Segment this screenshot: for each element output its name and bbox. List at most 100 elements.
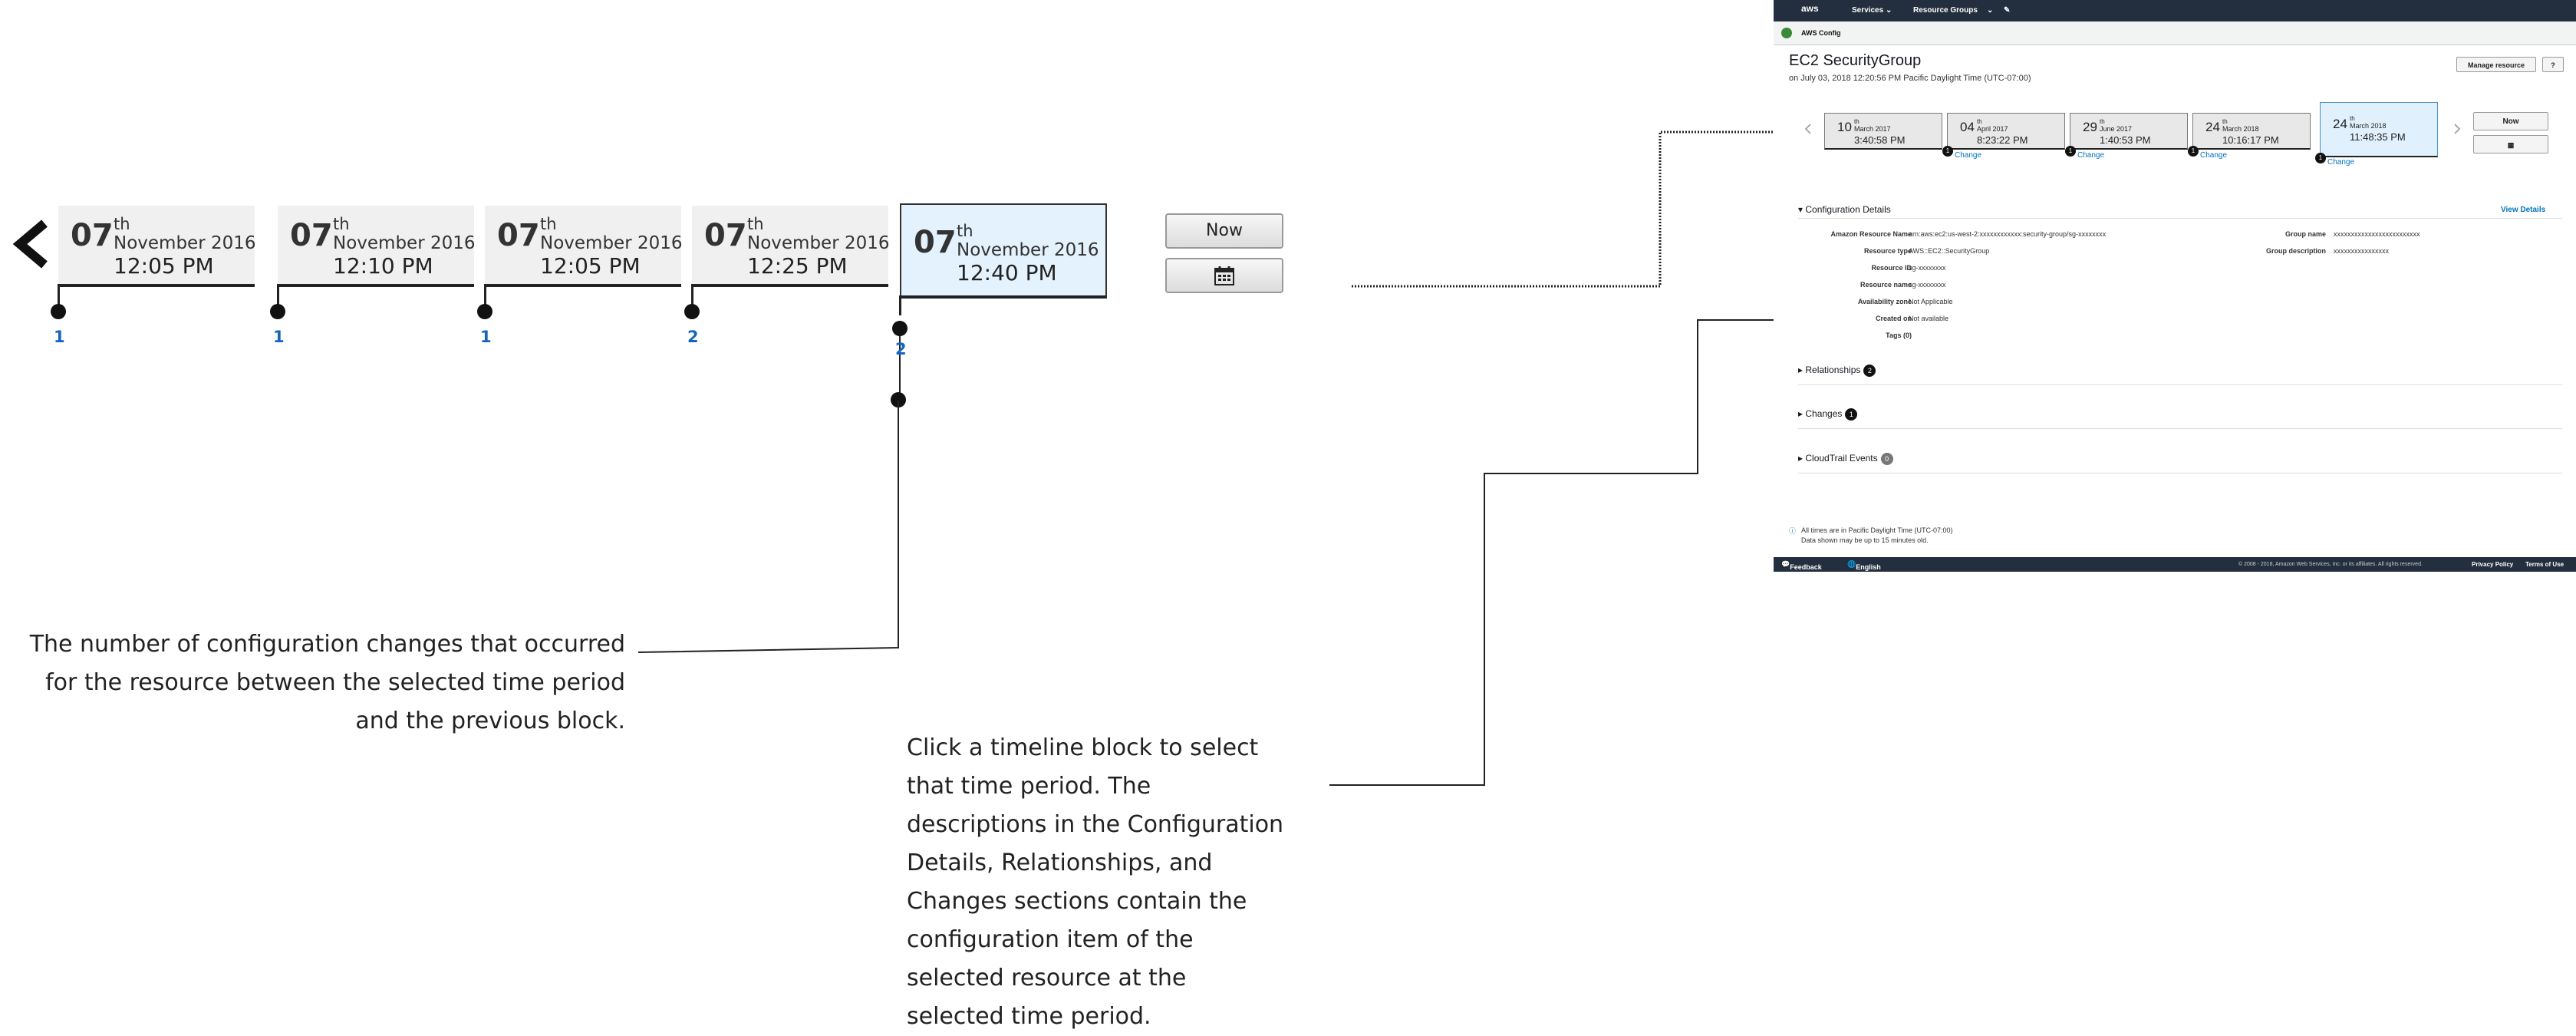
section-label: Changes — [1805, 408, 1843, 420]
config-field-label: Group description — [2265, 247, 2326, 255]
block-month: November 2016 — [540, 233, 683, 253]
section-label: Relationships — [1805, 365, 1861, 376]
calendar-button[interactable] — [1165, 258, 1283, 293]
change-dot — [51, 304, 66, 319]
block-month: November 2016 — [333, 233, 476, 253]
change-dot — [477, 304, 492, 319]
block-day-suffix: th — [747, 215, 764, 233]
change-count[interactable]: 1 — [480, 328, 492, 346]
config-field-label: Tags (0) — [1886, 332, 1912, 339]
block-time: 12:25 PM — [747, 253, 848, 279]
block-month: November 2016 — [747, 233, 890, 253]
timeline-connector — [58, 284, 60, 305]
block-day-suffix: th — [114, 215, 130, 233]
mini-block-suffix: th — [2100, 118, 2105, 125]
mini-block-month: March 2018 — [2350, 122, 2387, 130]
timeline-next-icon[interactable] — [2453, 123, 2461, 135]
data-age-note: Data shown may be up to 15 minutes old. — [1801, 536, 1929, 544]
mini-block-suffix: th — [2222, 118, 2228, 125]
change-dot — [270, 304, 285, 319]
mini-now-button[interactable]: Now — [2473, 112, 2548, 130]
mini-block-suffix: th — [1854, 118, 1860, 125]
info-icon: ⓘ — [1789, 527, 1797, 535]
config-field-label: Resource type — [1863, 247, 1912, 255]
feedback-link[interactable]: 💬 Feedback — [1781, 560, 1822, 571]
help-icon[interactable]: ? — [2542, 57, 2564, 72]
config-field-value: sg-xxxxxxxx — [1909, 281, 1946, 289]
mini-block-day: 04 — [1960, 120, 1975, 134]
config-service-icon — [1781, 28, 1792, 38]
block-time: 12:40 PM — [957, 260, 1057, 285]
config-field-value: Not available — [1909, 315, 1949, 322]
privacy-link[interactable]: Privacy Policy — [2472, 561, 2514, 568]
mini-calendar-button[interactable]: ▦ — [2473, 135, 2548, 153]
language-selector[interactable]: 🌐 English (US) — [1847, 560, 1881, 572]
config-field-label: Resource ID — [1871, 264, 1912, 272]
mini-block-day: 24 — [2205, 120, 2220, 134]
mini-block-month: April 2017 — [1977, 125, 2008, 133]
mini-block-month: June 2017 — [2100, 125, 2133, 133]
change-link[interactable]: Change — [2327, 158, 2355, 167]
now-button[interactable]: Now — [1165, 213, 1283, 249]
timeline-connector — [899, 295, 901, 315]
section-count-badge: 0 — [1880, 453, 1893, 465]
manage-resource-button[interactable]: Manage resource — [2456, 57, 2536, 72]
config-details-heading[interactable]: ▾ Configuration Details — [1798, 204, 1891, 215]
change-link[interactable]: Change — [1955, 151, 1982, 160]
mini-block-time: 1:40:53 PM — [2100, 134, 2151, 146]
mini-block-day: 29 — [2083, 120, 2097, 134]
config-field-value: sg-xxxxxxxx — [1909, 264, 1946, 272]
mini-block-suffix: th — [2350, 115, 2355, 122]
change-count[interactable]: 1 — [273, 328, 285, 346]
callout-change-count: The number of configuration changes that… — [29, 631, 625, 734]
expand-icon: ▸ — [1798, 365, 1806, 376]
change-count[interactable]: 2 — [687, 328, 699, 346]
block-day-suffix: th — [333, 215, 350, 233]
config-field-label: Group name — [2284, 230, 2326, 238]
change-link[interactable]: Change — [2200, 151, 2228, 160]
mini-block-suffix: th — [1977, 118, 1982, 125]
mini-change-dot: 1 — [2065, 146, 2076, 157]
timeline-connector — [691, 284, 693, 305]
config-field-label: Amazon Resource Name — [1830, 230, 1912, 238]
expand-icon: ▸ — [1798, 408, 1806, 420]
nav-resource-groups[interactable]: Resource Groups — [1913, 6, 1978, 15]
config-field-value: arn:aws:ec2:us-west-2:xxxxxxxxxxxx:secur… — [1909, 230, 2107, 238]
pin-icon[interactable]: ✎ — [2004, 6, 2011, 15]
callout-lines — [637, 130, 1784, 786]
copyright: © 2008 - 2018, Amazon Web Services, Inc.… — [2238, 562, 2423, 567]
section-divider — [1798, 384, 2562, 385]
nav-services[interactable]: Services — [1852, 6, 1884, 15]
section-count-badge: 2 — [1863, 365, 1876, 377]
change-count[interactable]: 2 — [895, 340, 907, 358]
change-count[interactable]: 1 — [54, 328, 65, 346]
timeline-prev-icon[interactable] — [1804, 123, 1812, 135]
view-details-link[interactable]: View Details — [2501, 206, 2546, 214]
config-field-label: Created on — [1875, 315, 1912, 322]
mini-block-time: 3:40:58 PM — [1854, 134, 1906, 146]
aws-config-console: aws Services ⌄ Resource Groups ⌄ ✎ AWS C… — [1774, 0, 2576, 572]
terms-link[interactable]: Terms of Use — [2525, 561, 2564, 568]
breadcrumb: AWS Config — [1774, 21, 2576, 45]
change-dot — [892, 321, 908, 336]
calendar-icon — [1214, 266, 1234, 285]
mini-block-month: March 2018 — [2222, 125, 2259, 133]
page-title: EC2 SecurityGroup — [1789, 52, 1922, 69]
change-link[interactable]: Change — [2077, 151, 2105, 160]
aws-logo: aws — [1801, 3, 1819, 14]
expand-icon: ▸ — [1798, 453, 1806, 464]
chevron-left-icon[interactable] — [11, 219, 51, 269]
